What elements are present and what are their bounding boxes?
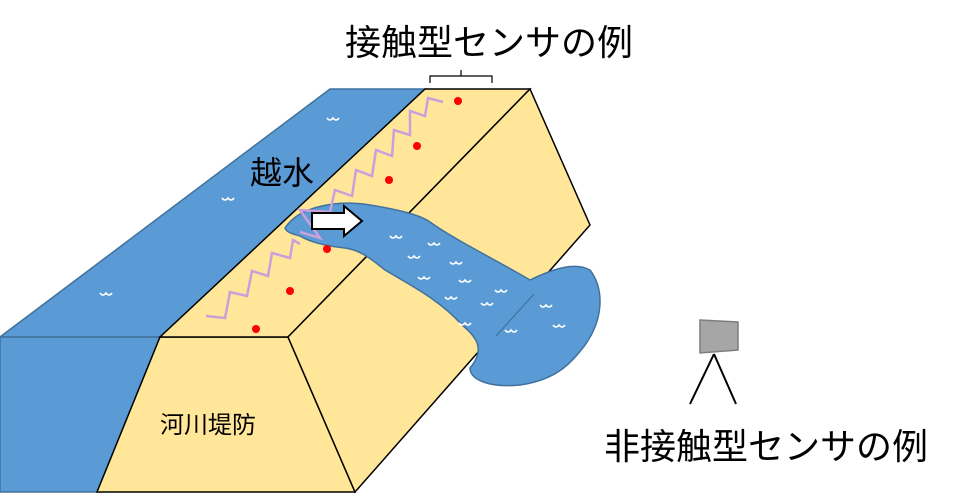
contact-sensor-points xyxy=(252,97,462,333)
overflow-wave-marks xyxy=(389,234,566,333)
right-arrow-icon xyxy=(311,203,364,239)
sensor-point xyxy=(385,176,393,184)
sensor-point xyxy=(454,97,462,105)
contact-sensor-title: 接触型センサの例 xyxy=(345,23,634,64)
contact-sensor-bracket xyxy=(429,70,493,83)
levee-edge-under-water xyxy=(495,293,535,337)
sensor-point xyxy=(323,245,331,253)
contact-sensor-line-lower xyxy=(205,238,301,320)
levee-label: 河川堤防 xyxy=(160,411,256,439)
river-wave-marks xyxy=(99,116,340,296)
overflow-water xyxy=(284,202,601,387)
sensor-point xyxy=(286,287,294,295)
overflow-label: 越水 xyxy=(250,154,315,192)
sensor-point xyxy=(252,325,260,333)
camera-icon xyxy=(689,319,739,405)
contact-sensor-line-upper xyxy=(297,96,444,241)
sensor-point xyxy=(413,142,421,150)
noncontact-sensor-title: 非接触型センサの例 xyxy=(604,427,929,468)
